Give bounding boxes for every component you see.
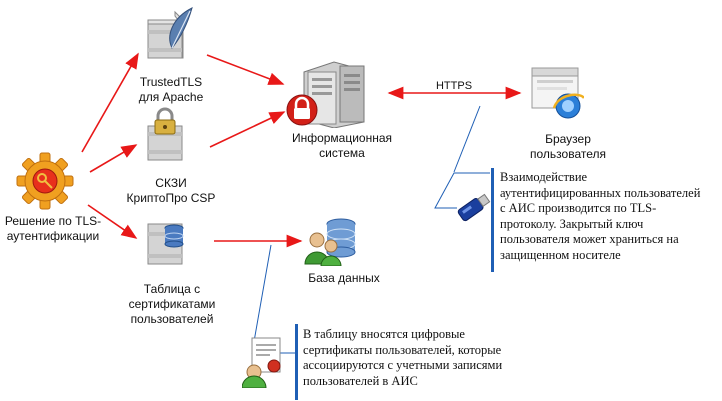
trustedtls-label: TrustedTLS для Apache <box>138 75 204 104</box>
servers-icon <box>286 61 365 128</box>
feather-doc-icon <box>147 7 193 59</box>
info-system-label: Информационная система <box>291 131 393 160</box>
arrow-solution-to-table <box>87 204 138 239</box>
solution-label: Решение по TLS- аутентификации <box>4 214 102 243</box>
auth-note-bar <box>491 168 494 272</box>
auth-note: Взаимодействие аутентифицированных польз… <box>500 170 701 262</box>
arrow-trustedtls-to-system <box>206 54 285 85</box>
usb-token-icon <box>457 193 491 222</box>
skzi-label: СКЗИ КриптоПро CSP <box>126 176 216 205</box>
database-doc-icon <box>147 223 184 265</box>
cert-note: В таблицу вносятся цифровые сертификаты … <box>303 327 503 388</box>
https-note-connector <box>453 105 481 173</box>
users-db-icon <box>304 218 356 266</box>
database-label: База данных <box>308 271 380 285</box>
https-label: HTTPS <box>435 80 473 92</box>
browser-label: Браузер пользователя <box>530 132 606 161</box>
arrow-skzi-to-system <box>209 111 286 148</box>
certificate-icon <box>242 337 281 388</box>
arrow-solution-to-skzi <box>89 144 138 173</box>
cert-note-bar <box>295 324 298 400</box>
auth-note-connector <box>434 172 490 209</box>
gear-key-icon <box>16 152 74 210</box>
lock-doc-icon <box>147 107 183 161</box>
table-label: Таблица с сертификатами пользователей <box>128 282 216 326</box>
arrow-solution-to-trustedtls <box>81 52 139 153</box>
browser-window-icon <box>531 67 584 119</box>
